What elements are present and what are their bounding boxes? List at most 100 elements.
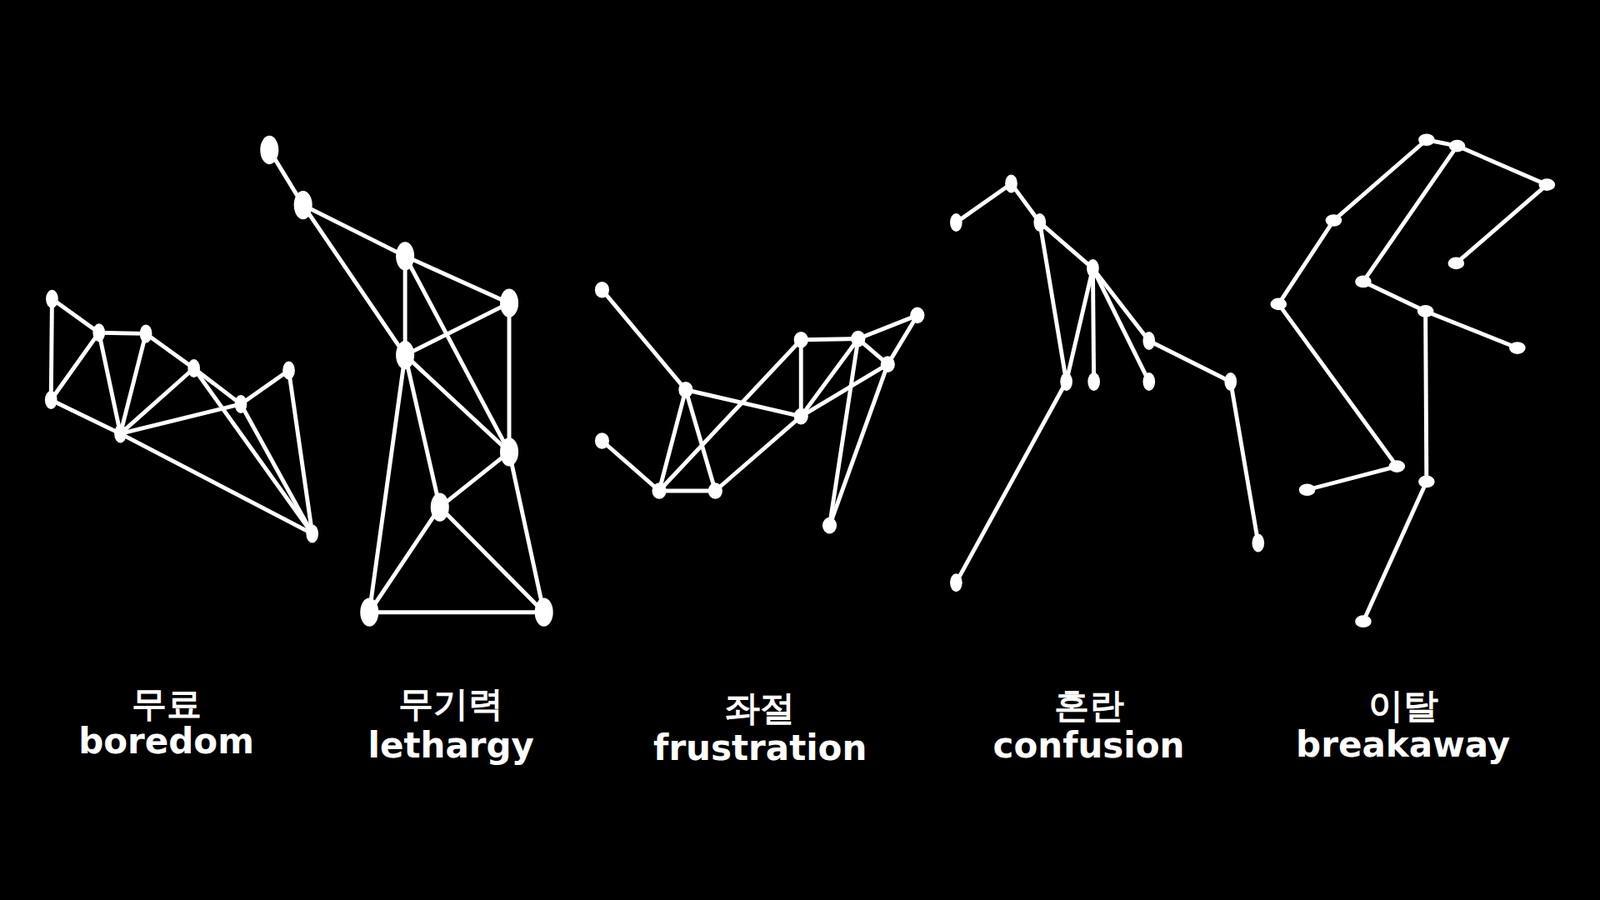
emotion-label: boredom [78,722,255,761]
star-dot [500,437,519,466]
star-dot [1270,298,1287,311]
constellation-line [1457,145,1548,185]
emotion-label: lethargy [368,726,535,765]
star-dot [1418,133,1435,146]
constellation-line [145,333,195,369]
constellation-line [1363,281,1426,312]
constellation-line [405,255,510,303]
constellation-line [1040,222,1067,382]
constellation-line [1363,145,1458,282]
star-dot [430,492,450,521]
constellation-line [1455,185,1547,264]
star-dot [1417,305,1435,318]
constellation-line [50,400,120,434]
star-dot [1418,475,1435,489]
star-dot [950,213,963,232]
constellation-line [601,290,685,390]
star-dot [1389,460,1406,473]
star-dot [305,524,319,543]
star-dot [1539,178,1556,191]
star-dot [651,482,666,500]
constellation-line [303,205,405,355]
star-dot [1355,615,1372,628]
constellation-line [120,333,146,434]
star-dot [1142,372,1155,391]
star-dot [1086,259,1100,278]
star-dot [794,331,809,349]
constellation-line [800,364,888,416]
star-dot [1251,533,1265,552]
constellation-line [405,303,510,355]
star-dot [1325,214,1343,227]
emotion-label: 무료 [131,685,202,724]
star-dot [1449,140,1466,153]
star-dot [282,360,295,380]
constellation-line [830,364,889,525]
star-dot [595,281,610,299]
star-dot [678,381,693,399]
constellation-line [1092,268,1149,382]
constellation-line [830,339,859,526]
star-dot [235,395,248,414]
star-dot [45,390,58,410]
star-dot [395,340,415,370]
constellation-line [715,416,801,491]
star-dot [880,355,895,373]
emotion-label: 좌절 [725,689,795,728]
constellation-line [1092,268,1094,382]
star-dot [950,573,963,592]
star-dot [1448,257,1465,270]
star-dot [1509,341,1526,355]
constellation-line [659,489,715,494]
star-dot [535,598,554,627]
constellation-line [507,303,512,453]
emotion-label: breakaway [1295,725,1510,765]
constellation-line [405,355,440,507]
constellation-line [289,370,313,534]
constellation-line [1307,466,1398,490]
emotion-label: confusion [993,726,1185,765]
star-dot [1087,372,1100,391]
constellation-line [1278,220,1334,304]
constellation-line [799,340,804,417]
star-dot [114,424,127,443]
star-dot [910,307,925,325]
emotion-label: frustration [653,728,867,767]
star-dot [1224,372,1237,391]
star-dot [360,598,379,627]
constellation-line [1425,310,1518,348]
star-dot [1142,331,1155,350]
star-dot [822,517,837,535]
constellation-line [405,355,510,452]
constellation-line [369,610,544,615]
constellation-line [1092,268,1149,341]
constellation-line [685,390,716,491]
constellation-line [509,451,545,612]
constellation-line [50,299,52,400]
constellation-line [369,507,440,613]
emotion-label: 혼란 [1054,686,1125,725]
star-dot [1299,483,1316,496]
constellation-line [440,507,545,613]
star-dot [1033,213,1046,232]
star-dot [1005,174,1018,193]
constellation-line [440,451,510,507]
star-dot [45,290,59,309]
constellation-line [1149,340,1231,382]
star-dot [187,359,200,378]
star-dot [1060,372,1073,391]
star-dot [92,323,105,342]
constellation-line [955,381,1066,583]
constellation-line [50,332,100,400]
star-dot [708,482,723,500]
emotion-label: 무기력 [398,685,504,724]
constellation-line [800,339,859,340]
constellation-line [1066,268,1094,382]
constellation-line [659,340,801,491]
constellation-line [601,440,660,491]
star-dot [500,289,519,318]
constellation-line [194,368,313,534]
constellation-line [1363,481,1427,622]
constellation-line [1425,310,1427,481]
star-dot [850,330,865,348]
